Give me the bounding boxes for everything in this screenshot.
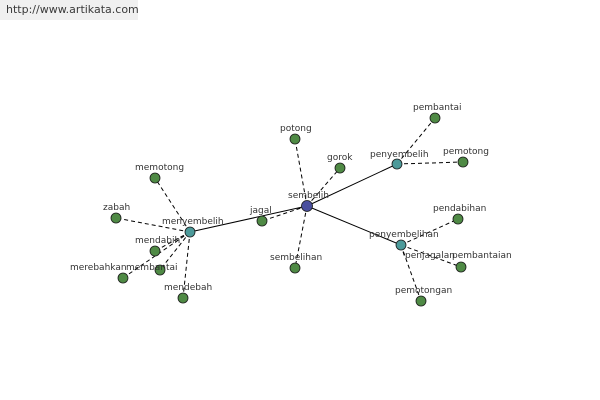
label-sembelihan[interactable]: sembelihan xyxy=(270,253,322,263)
edge-menyembelih-membantai xyxy=(159,231,191,271)
label-menyembelih[interactable]: menyembelih xyxy=(162,217,224,227)
label-merebahkan[interactable]: merebahkan xyxy=(70,263,127,273)
node-sembelih[interactable] xyxy=(301,200,313,212)
edge-penyembelihan-pembantaian xyxy=(400,244,462,268)
node-jagal[interactable] xyxy=(256,215,268,227)
node-mendabih[interactable] xyxy=(149,245,161,257)
edge-menyembelih-memotong xyxy=(154,177,191,233)
label-pembantaian[interactable]: pembantaian xyxy=(452,251,512,261)
label-sembelih[interactable]: sembelih xyxy=(288,191,329,201)
nodes-layer xyxy=(110,112,469,307)
node-mendebah[interactable] xyxy=(177,292,189,304)
label-penyembelih[interactable]: penyembelih xyxy=(370,150,429,160)
label-gorok[interactable]: gorok xyxy=(327,153,353,163)
node-pemotongan[interactable] xyxy=(415,295,427,307)
node-pemotong[interactable] xyxy=(457,156,469,168)
node-sembelihan[interactable] xyxy=(289,262,301,274)
edges-layer xyxy=(115,117,464,302)
node-memotong[interactable] xyxy=(149,172,161,184)
label-penyembelihan[interactable]: penyembelihan xyxy=(369,230,439,240)
label-memotong[interactable]: memotong xyxy=(135,163,184,173)
edge-sembelih-jagal xyxy=(261,205,308,222)
node-menyembelih[interactable] xyxy=(184,226,196,238)
edge-sembelih-penyembelihan xyxy=(306,205,402,246)
edge-penyembelih-pemotong xyxy=(396,161,464,165)
edge-sembelih-potong xyxy=(294,138,308,207)
node-membantai[interactable] xyxy=(154,264,166,276)
edge-penyembelihan-pemotongan xyxy=(400,244,422,302)
node-zabah[interactable] xyxy=(110,212,122,224)
label-mendabih[interactable]: mendabih xyxy=(135,236,180,246)
node-penyembelih[interactable] xyxy=(391,158,403,170)
node-pendabihan[interactable] xyxy=(452,213,464,225)
label-penjagalan[interactable]: penjagalan xyxy=(405,251,455,261)
edge-sembelih-gorok xyxy=(306,167,341,207)
label-zabah[interactable]: zabah xyxy=(103,203,130,213)
label-pembantai[interactable]: pembantai xyxy=(413,103,462,113)
labels-layer: sembelih menyembelih penyembelih penyembeli… xyxy=(70,103,512,296)
node-gorok[interactable] xyxy=(334,162,346,174)
node-merebahkan[interactable] xyxy=(117,272,129,284)
edge-sembelih-menyembelih xyxy=(189,205,308,233)
edge-sembelih-sembelihan xyxy=(294,205,308,269)
node-pembantaian[interactable] xyxy=(455,261,467,273)
site-url-watermark: http://www.artikata.com xyxy=(0,0,139,20)
node-potong[interactable] xyxy=(289,133,301,145)
node-penyembelihan[interactable] xyxy=(395,239,407,251)
label-mendebah[interactable]: mendebah xyxy=(164,283,212,293)
label-membantai[interactable]: membantai xyxy=(126,263,178,273)
label-pemotong[interactable]: pemotong xyxy=(443,147,489,157)
edge-penyembelihan-pendabihan xyxy=(400,218,459,246)
label-jagal[interactable]: jagal xyxy=(249,206,272,216)
label-pemotongan[interactable]: pemotongan xyxy=(395,286,452,296)
label-potong[interactable]: potong xyxy=(280,124,312,134)
node-pembantai[interactable] xyxy=(429,112,441,124)
label-pendabihan[interactable]: pendabihan xyxy=(433,204,486,214)
edge-penyembelih-pembantai xyxy=(396,117,436,165)
edge-menyembelih-zabah xyxy=(115,217,191,233)
edge-sembelih-penyembelih xyxy=(306,163,398,207)
